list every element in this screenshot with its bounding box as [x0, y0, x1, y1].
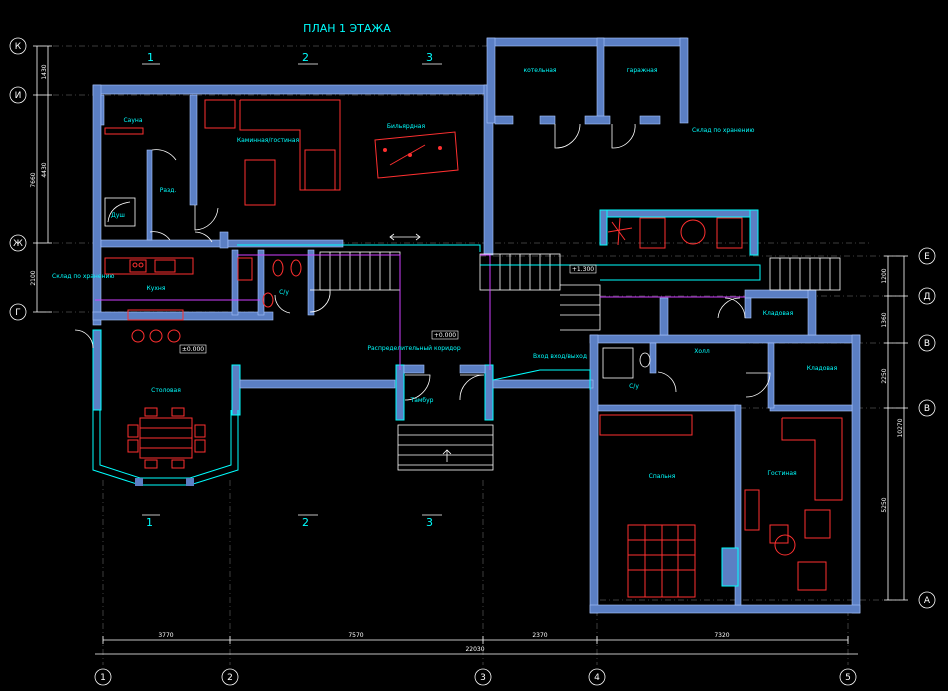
guest-room-furniture [204, 99, 341, 206]
room-label-shower: Душ [111, 212, 125, 219]
kitchen-furniture [104, 257, 194, 343]
bathroom-fixtures [237, 257, 651, 379]
sauna-furniture [104, 127, 144, 227]
room-label-entrance: Вход вход/выход [533, 353, 587, 360]
room-label-rest: Разд. [160, 187, 177, 194]
axis-label-a: А [924, 596, 931, 606]
axis-bubbles-right: Е Д В В А [918, 247, 936, 609]
axis-bubbles-bottom: 1 2 3 4 5 [94, 668, 857, 686]
dim-bottom-4: 7320 [714, 632, 729, 639]
room-label-garage: гаражная [627, 67, 658, 74]
axis-label-zh: Ж [13, 239, 23, 249]
section-mark-1-bottom: 1 [146, 516, 153, 529]
room-label-kitchen: Кухня [147, 285, 166, 292]
axis-label-g: Г [15, 308, 21, 318]
dimension-texts: 3770 7570 2370 7320 22030 1430 4430 7660… [30, 64, 904, 653]
room-label-sauna: Сауна [123, 117, 142, 124]
axis-label-d: Д [923, 292, 930, 302]
dim-right-1: 1200 [881, 268, 888, 283]
level-mark-3: +1.300 [572, 266, 594, 273]
dim-bottom-3: 2370 [532, 632, 547, 639]
section-mark-1-top: 1 [147, 51, 154, 64]
room-label-pantry: Кладовая [763, 310, 794, 317]
section-mark-3-top: 3 [426, 51, 433, 64]
room-label-dining: Столовая [151, 387, 181, 394]
dim-right-3: 2250 [881, 368, 888, 383]
dim-left-3: 7660 [30, 172, 37, 187]
dim-bottom-2: 7570 [348, 632, 363, 639]
section-marks: 1 2 3 1 2 3 [142, 51, 442, 529]
axis-label-5: 5 [845, 673, 851, 683]
dining-bay-glazing [92, 410, 239, 486]
axis-label-i: И [15, 91, 22, 101]
axis-label-k: К [15, 42, 22, 52]
section-mark-2-top: 2 [302, 51, 309, 64]
room-label-vestibule: Тамбур [410, 397, 434, 404]
axis-label-v1: В [924, 339, 930, 349]
room-label-storage-left: Склад по хранению [52, 273, 114, 280]
axis-bubbles-left: К И Ж Г [9, 37, 27, 321]
room-labels: котельная гаражная Склад по хранению Сау… [52, 67, 838, 480]
dim-right-5: 10270 [897, 418, 904, 437]
axis-label-4: 4 [594, 673, 600, 683]
bedroom-furniture [599, 414, 739, 598]
room-label-storage-right: Склад по хранению [692, 127, 754, 134]
room-label-hall: Холл [694, 348, 710, 355]
dim-right-4: 5250 [881, 497, 888, 512]
living-room-furniture [744, 417, 843, 591]
section-mark-2-bottom: 2 [302, 516, 309, 529]
level-mark-1: ±0.000 [182, 346, 204, 353]
room-label-hall-corridor: Распределительный коридор [367, 345, 460, 352]
billiard-table [374, 131, 459, 179]
interior-lines [95, 244, 761, 390]
axis-label-e: Е [924, 252, 930, 262]
axis-label-1: 1 [100, 673, 106, 683]
dimension-lines [33, 45, 908, 655]
dim-bottom-1: 3770 [158, 632, 173, 639]
room-label-wc2: С/у [629, 383, 639, 390]
dining-table [127, 407, 206, 469]
dim-right-2: 1360 [881, 312, 888, 327]
dim-left-1: 1430 [41, 64, 48, 79]
dim-left-2: 4430 [41, 162, 48, 177]
plan-title: ПЛАН 1 ЭТАЖА [303, 22, 391, 35]
dim-left-4: 2100 [30, 270, 37, 285]
walls [92, 37, 861, 614]
room-label-bedroom: Спальня [649, 473, 676, 480]
level-marks: ±0.000 +0.000 +1.300 [179, 264, 597, 354]
axis-label-2: 2 [227, 673, 233, 683]
stairs [319, 251, 841, 471]
doors [74, 123, 771, 401]
room-label-living: Гостиная [767, 470, 797, 477]
level-mark-2: +0.000 [434, 332, 456, 339]
room-label-guest: Каминная/гостиная [237, 137, 300, 144]
section-mark-3-bottom: 3 [426, 516, 433, 529]
axis-label-v2: В [924, 404, 930, 414]
room-label-wc1: С/у [279, 289, 289, 296]
entrance-marks [389, 233, 452, 462]
dim-overall: 22030 [465, 646, 484, 653]
axis-label-3: 3 [480, 673, 486, 683]
garden-furniture [607, 217, 743, 249]
room-label-billiard: Бильярдная [387, 123, 426, 130]
room-label-boiler: котельная [523, 67, 556, 74]
room-label-pantry2: Кладовая [807, 365, 838, 372]
